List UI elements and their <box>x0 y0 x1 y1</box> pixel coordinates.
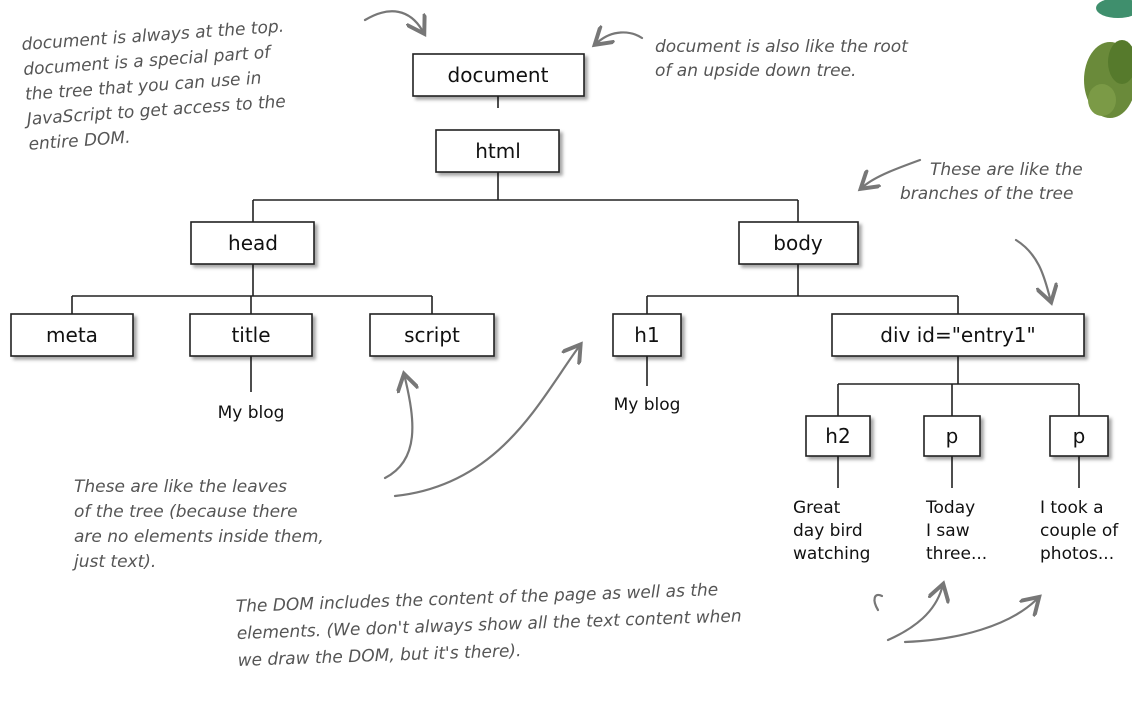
arrow-branches-left <box>864 158 922 186</box>
arrow-document-root <box>598 32 644 42</box>
arrow-branches-down <box>1014 238 1050 298</box>
tree-edges <box>71 96 1080 488</box>
leaf-h1-text: My blog <box>614 395 681 415</box>
tree-illustration-icon <box>1084 0 1132 118</box>
leaf-h2-text: Great day bird watching <box>793 498 870 564</box>
node-meta-label: meta <box>46 323 98 347</box>
node-h1: h1 <box>612 313 682 357</box>
node-meta: meta <box>10 313 134 357</box>
note-branches: These are like the branches of the tree <box>900 160 1088 204</box>
leaf-title-text: My blog <box>218 403 285 423</box>
node-title: title <box>189 313 313 357</box>
node-h2-label: h2 <box>825 424 850 448</box>
node-body-label: body <box>773 231 823 255</box>
node-script-label: script <box>404 323 460 347</box>
node-p-1: p <box>923 415 981 457</box>
node-p-1-label: p <box>946 424 959 448</box>
arrow-document-top <box>363 10 422 30</box>
leaf-p1-text: Today I saw three... <box>925 498 987 564</box>
note-document-root: document is also like the root of an ups… <box>655 37 913 81</box>
node-html-label: html <box>475 139 521 163</box>
node-body: body <box>738 221 859 265</box>
node-document: document <box>412 53 585 97</box>
node-script: script <box>369 313 495 357</box>
note-content: The DOM includes the content of the page… <box>235 579 748 671</box>
note-leaves: These are like the leaves of the tree (b… <box>72 477 329 572</box>
arrow-leaves-script <box>383 378 412 480</box>
leaf-p2-text: I took a couple of photos... <box>1040 498 1124 564</box>
node-head-label: head <box>228 231 278 255</box>
note-document-top: document is always at the top. document … <box>18 16 297 155</box>
node-h2: h2 <box>805 415 871 457</box>
node-p-2-label: p <box>1073 424 1086 448</box>
node-div: div id="entry1" <box>831 313 1085 357</box>
annotation-arrows <box>363 10 1050 644</box>
node-html: html <box>435 129 560 173</box>
node-document-label: document <box>448 63 549 87</box>
arrow-leaves-h1 <box>393 348 578 498</box>
node-head: head <box>190 221 315 265</box>
arrow-content-left <box>873 593 884 612</box>
arrow-content-mid <box>886 588 942 642</box>
node-h1-label: h1 <box>634 323 659 347</box>
arrow-content-right <box>903 600 1036 644</box>
node-title-label: title <box>231 323 270 347</box>
node-div-label: div id="entry1" <box>880 323 1035 347</box>
node-p-2: p <box>1049 415 1109 457</box>
